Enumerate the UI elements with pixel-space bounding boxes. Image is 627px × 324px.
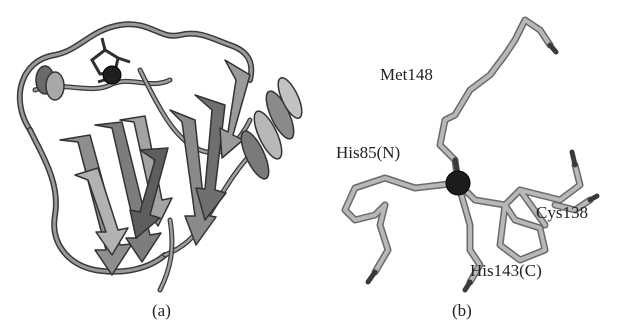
short-helix (35, 65, 65, 101)
caption-panel-b: (b) (452, 301, 472, 320)
label-cys138: Cys138 (536, 203, 588, 222)
panel-a-ribbon-structure (16, 21, 303, 293)
beta-strand (129, 147, 169, 239)
beta-strand (74, 167, 129, 256)
panel-b-active-site (341, 16, 600, 293)
ribbon-loop (18, 22, 253, 132)
metal-ion (102, 65, 122, 85)
label-his85: His85(N) (336, 143, 401, 162)
ribbon-loop (28, 128, 167, 274)
ribbon-loop (158, 218, 174, 292)
caption-panel-a: (a) (152, 301, 171, 320)
alpha-helix (240, 77, 303, 180)
beta-strand (219, 59, 251, 159)
label-met148: Met148 (380, 65, 433, 84)
label-his143: His143(C) (470, 261, 542, 280)
copper-ion (445, 170, 471, 196)
